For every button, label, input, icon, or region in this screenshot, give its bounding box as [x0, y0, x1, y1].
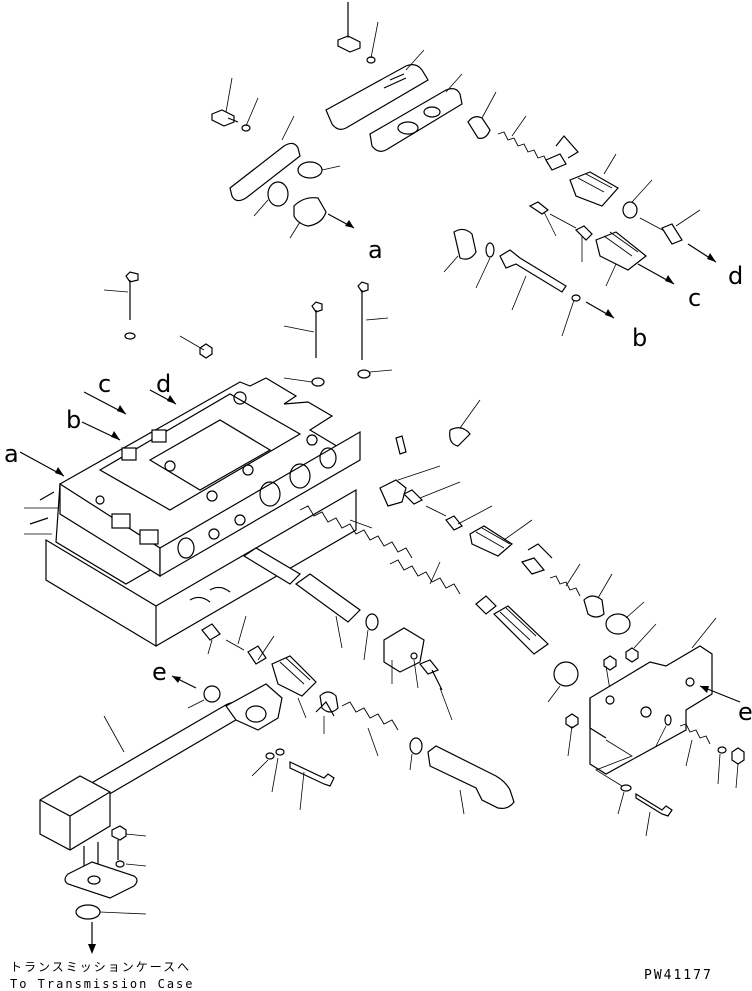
label-e-right: e [738, 698, 752, 726]
label-e-left: e [152, 658, 167, 686]
drawing-number: PW41177 [644, 968, 713, 983]
upper-valve-train [443, 91, 717, 337]
label-d-left: d [156, 370, 171, 398]
destination-note-jp: トランスミッションケースへ [10, 960, 192, 974]
label-a-top: a [368, 236, 383, 264]
label-b-left: b [66, 406, 81, 434]
label-c-left: c [98, 370, 111, 398]
suction-pipe [39, 675, 335, 954]
label-c-top: c [688, 284, 701, 312]
valve-body [19, 271, 393, 648]
end-cover [565, 617, 745, 837]
label-a-left: a [4, 440, 19, 468]
label-d-top: d [728, 262, 743, 290]
destination-note-en: To Transmission Case [10, 977, 195, 991]
top-cover-group [211, 2, 463, 239]
middle-components [201, 399, 645, 815]
label-b-top: b [632, 324, 647, 352]
